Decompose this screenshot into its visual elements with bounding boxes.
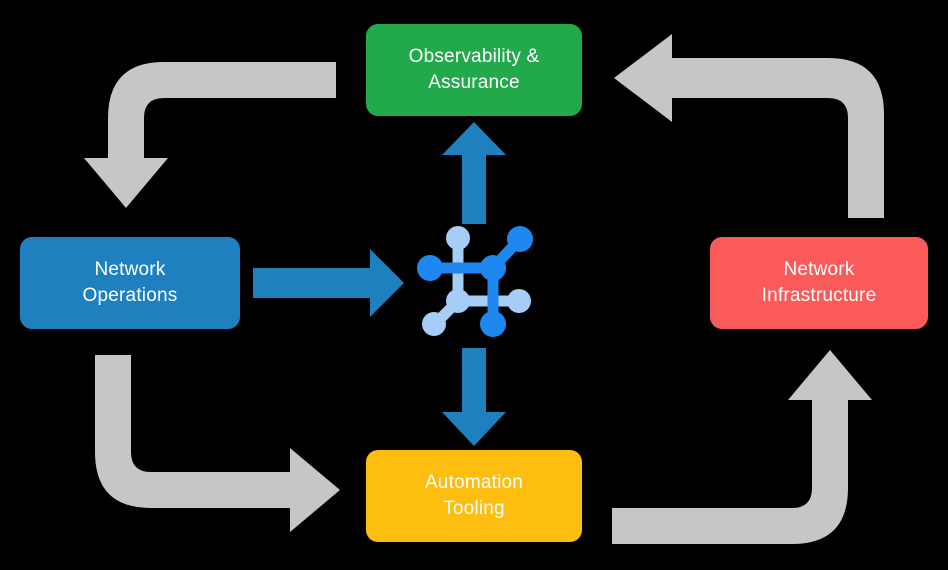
node-label-line2: Assurance xyxy=(428,72,520,93)
arrow-center-to-observability xyxy=(442,122,506,224)
arrow-observability-to-operations xyxy=(84,62,336,208)
arrow-operations-to-automation xyxy=(95,355,340,532)
node-label-line2: Infrastructure xyxy=(761,285,877,306)
arrow-automation-to-infrastructure xyxy=(612,350,872,544)
node-label-observability-assurance: Observability & Assurance xyxy=(409,44,540,95)
node-box-observability-assurance[interactable]: Observability & Assurance xyxy=(366,24,582,116)
topology-nodes-bold xyxy=(417,226,533,337)
node-label-line2: Operations xyxy=(82,285,178,306)
node-label-line1: Network xyxy=(94,259,166,281)
arrow-center-to-automation xyxy=(442,348,506,446)
node-label-line1: Network xyxy=(783,259,855,281)
arrow-infrastructure-to-observability xyxy=(614,34,884,218)
arrow-operations-to-center xyxy=(253,249,404,317)
node-label-line1: Automation xyxy=(424,472,524,494)
topology-nodes-light xyxy=(422,226,531,336)
node-label-line2: Tooling xyxy=(443,498,505,519)
node-label-line1: Observability & xyxy=(408,46,540,68)
